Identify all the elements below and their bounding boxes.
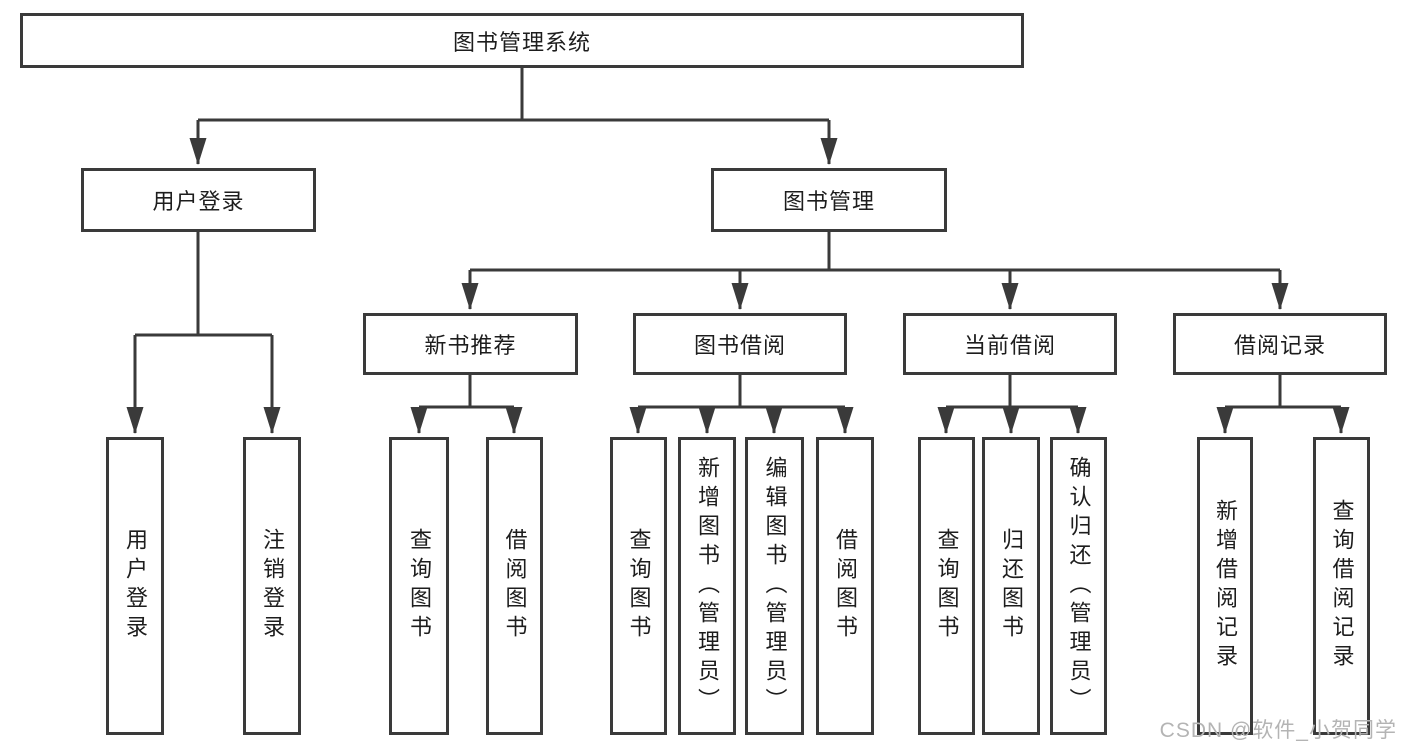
leaf-borrow-books-recommend-label: 借阅图书	[502, 528, 528, 644]
node-new-book-recommend-label: 新书推荐	[424, 333, 517, 358]
node-new-book-recommend: 新书推荐	[363, 313, 578, 375]
leaf-user-login: 用户登录	[106, 437, 164, 735]
node-book-management-system: 图书管理系统	[20, 13, 1024, 68]
leaf-edit-books-admin-label: 编辑图书（管理员）	[762, 455, 788, 717]
node-current-borrowing: 当前借阅	[903, 313, 1117, 375]
leaf-return-books: 归还图书	[982, 437, 1040, 735]
node-current-borrowing-label: 当前借阅	[963, 333, 1056, 358]
leaf-borrow-books-borrowing-label: 借阅图书	[833, 528, 858, 644]
leaf-confirm-return-admin: 确认归还（管理员）	[1050, 437, 1107, 735]
csdn-watermark: CSDN @软件_小贺同学	[1159, 719, 1397, 742]
leaf-add-borrow-record: 新增借阅记录	[1197, 437, 1253, 735]
node-book-management-label: 图书管理	[782, 189, 875, 214]
node-book-management: 图书管理	[711, 168, 947, 232]
leaf-query-books-current: 查询图书	[918, 437, 975, 735]
leaf-query-books-borrowing: 查询图书	[610, 437, 667, 735]
leaf-logout-label: 注销登录	[260, 528, 285, 644]
node-book-management-system-label: 图书管理系统	[452, 29, 591, 55]
leaf-user-login-label: 用户登录	[123, 528, 148, 644]
leaf-borrow-books-borrowing: 借阅图书	[816, 437, 874, 735]
leaf-query-borrow-record-label: 查询借阅记录	[1329, 499, 1355, 673]
node-user-login: 用户登录	[81, 168, 316, 232]
node-borrowing-records: 借阅记录	[1173, 313, 1387, 375]
leaf-add-books-admin-label: 新增图书（管理员）	[695, 455, 720, 717]
node-book-borrowing-label: 图书借阅	[693, 333, 786, 358]
leaf-query-books-recommend-label: 查询图书	[407, 528, 432, 644]
leaf-logout: 注销登录	[243, 437, 301, 735]
leaf-confirm-return-admin-label: 确认归还（管理员）	[1066, 455, 1092, 717]
leaf-query-books-current-label: 查询图书	[934, 528, 960, 644]
leaf-add-books-admin: 新增图书（管理员）	[678, 437, 736, 735]
leaf-edit-books-admin: 编辑图书（管理员）	[745, 437, 804, 735]
leaf-query-books-recommend: 查询图书	[389, 437, 449, 735]
leaf-query-borrow-record: 查询借阅记录	[1313, 437, 1370, 735]
leaf-add-borrow-record-label: 新增借阅记录	[1213, 499, 1238, 673]
leaf-borrow-books-recommend: 借阅图书	[486, 437, 543, 735]
node-book-borrowing: 图书借阅	[633, 313, 847, 375]
leaf-query-books-borrowing-label: 查询图书	[626, 528, 652, 644]
leaf-return-books-label: 归还图书	[999, 528, 1024, 644]
node-borrowing-records-label: 借阅记录	[1233, 333, 1326, 358]
node-user-login-label: 用户登录	[152, 189, 245, 214]
